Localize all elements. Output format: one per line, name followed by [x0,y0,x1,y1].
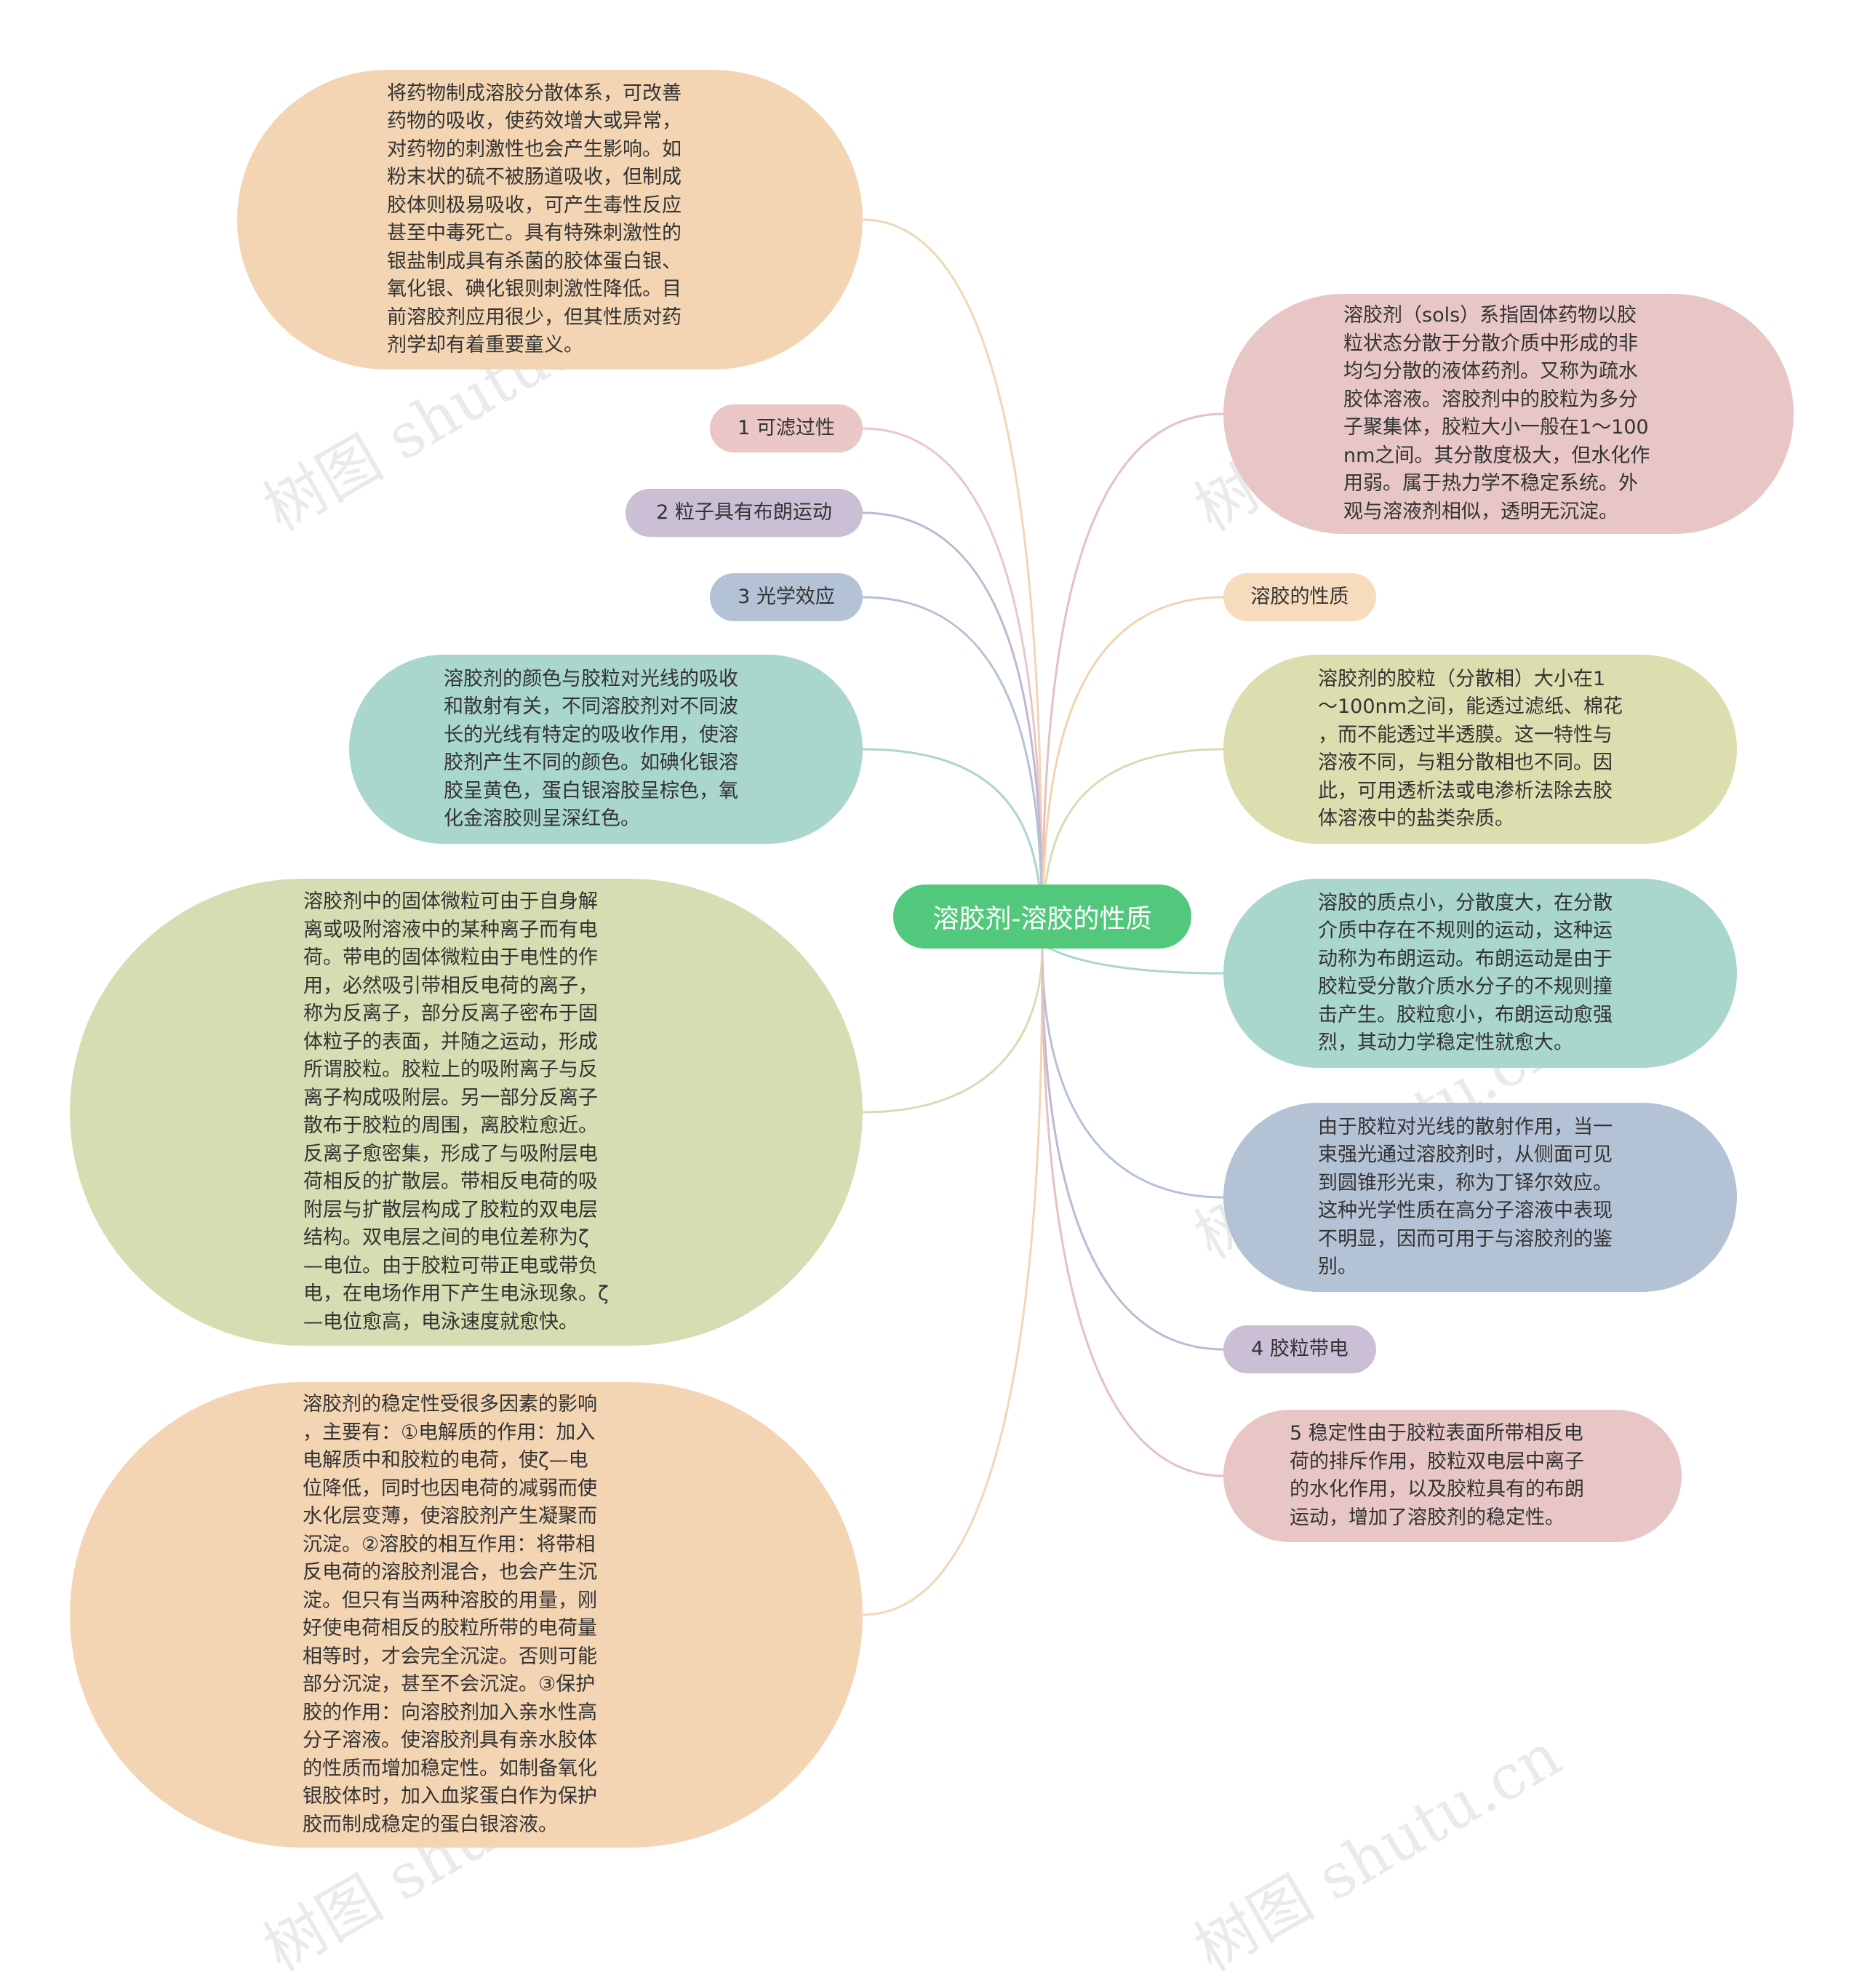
connector-line [1041,412,1224,949]
topic-color[interactable]: 溶胶剂的颜色与胶粒对光线的吸收 和散射有关，不同溶胶剂对不同波 长的光线有特定的… [349,655,863,844]
connector-line [862,511,1044,949]
topic-medicinal-application[interactable]: 将药物制成溶胶分散体系，可改善 药物的吸收，使药效增大或异常， 对药物的刺激性也… [237,70,863,370]
topic-motion-detail[interactable]: 溶胶的质点小，分散度大，在分散 介质中存在不规则的运动，这种运 动称为布朗运动。… [1223,879,1737,1068]
topic-charged-particles[interactable]: 4 胶粒带电 [1223,1325,1376,1373]
topic-sol-properties[interactable]: 溶胶的性质 [1223,573,1376,621]
connector-line [1041,944,1224,975]
root-label: 溶胶剂-溶胶的性质 [932,904,1152,934]
topic-text: 溶胶的性质 [1250,586,1349,608]
connector-line [862,427,1044,949]
topic-text: 4 胶粒带电 [1251,1338,1348,1360]
connector-line [1041,948,1224,1199]
connector-line [1041,948,1224,1477]
topic-text: 2 粒子具有布朗运动 [656,501,832,524]
topic-text: 将药物制成溶胶分散体系，可改善 药物的吸收，使药效增大或异常， 对药物的刺激性也… [387,81,682,357]
topic-brownian-motion[interactable]: 2 粒子具有布朗运动 [626,489,863,537]
topic-text: 由于胶粒对光线的散射作用，当一 束强光通过溶胶剂时，从侧面可见 到圆锥形光束，称… [1318,1115,1613,1279]
topic-text: 溶胶剂的胶粒（分散相）大小在1 ～100nm之间，能透过滤纸、棉花 ，而不能透过… [1318,667,1623,831]
topic-text: 溶胶剂的稳定性受很多因素的影响 ，主要有：①电解质的作用：加入 电解质中和胶粒的… [303,1393,597,1836]
topic-text: 1 可滤过性 [738,417,835,439]
topic-text: 3 光学效应 [738,586,835,608]
topic-stability[interactable]: 5 稳定性由于胶粒表面所带相反电 荷的排斥作用，胶粒双电层中离子 的水化作用，以… [1223,1410,1682,1542]
connector-line [862,218,1044,949]
connector-line [862,948,1044,1114]
topic-text: 溶胶的质点小，分散度大，在分散 介质中存在不规则的运动，这种运 动称为布朗运动。… [1318,891,1613,1055]
connector-line [862,948,1044,1616]
topic-charge-detail[interactable]: 溶胶剂中的固体微粒可由于自身解 离或吸附溶液中的某种离子而有电 荷。带电的固体微… [70,879,863,1346]
topic-text: 溶胶剂（sols）系指固体药物以胶 粒状态分散于分散介质中形成的非 均匀分散的液… [1343,304,1650,523]
connector-line [862,596,1044,949]
topic-tyndall-effect[interactable]: 由于胶粒对光线的散射作用，当一 束强光通过溶胶剂时，从侧面可见 到圆锥形光束，称… [1223,1103,1737,1292]
topic-text: 溶胶剂的颜色与胶粒对光线的吸收 和散射有关，不同溶胶剂对不同波 长的光线有特定的… [444,667,738,831]
topic-text: 溶胶剂中的固体微粒可由于自身解 离或吸附溶液中的某种离子而有电 荷。带电的固体微… [303,890,609,1333]
topic-optical-effect[interactable]: 3 光学效应 [710,573,863,621]
topic-definition[interactable]: 溶胶剂（sols）系指固体药物以胶 粒状态分散于分散介质中形成的非 均匀分散的液… [1223,294,1794,534]
topic-stability-detail[interactable]: 溶胶剂的稳定性受很多因素的影响 ，主要有：①电解质的作用：加入 电解质中和胶粒的… [70,1382,863,1848]
root-node[interactable]: 溶胶剂-溶胶的性质 [893,885,1191,949]
connector-line [1041,596,1224,949]
topic-particle-size[interactable]: 溶胶剂的胶粒（分散相）大小在1 ～100nm之间，能透过滤纸、棉花 ，而不能透过… [1223,655,1737,844]
topic-filterability[interactable]: 1 可滤过性 [710,404,863,452]
connector-line [1041,948,1224,1351]
topic-text: 5 稳定性由于胶粒表面所带相反电 荷的排斥作用，胶粒双电层中离子 的水化作用，以… [1290,1422,1584,1529]
